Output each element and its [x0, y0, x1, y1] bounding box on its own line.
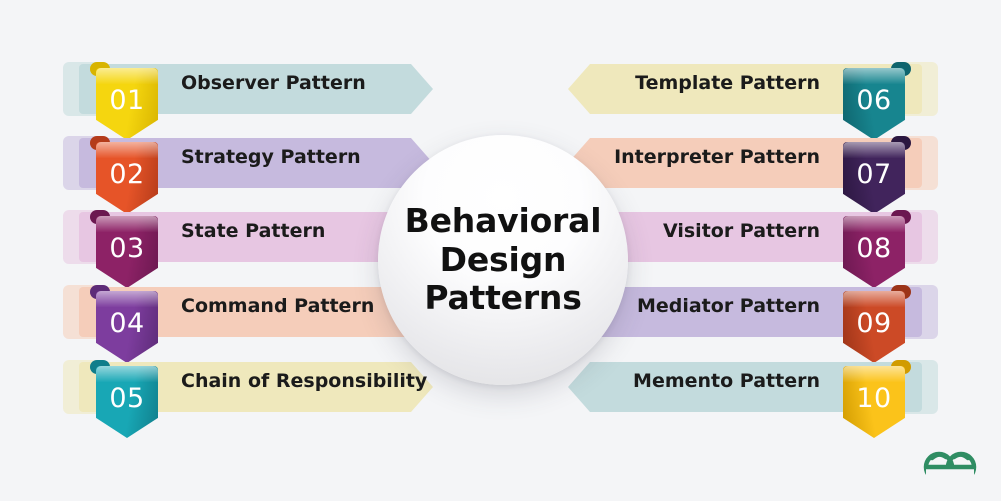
list-item-label: Interpreter Pattern: [614, 146, 820, 168]
number-badge[interactable]: 10: [843, 356, 911, 438]
list-item[interactable]: Mediator Pattern 09: [568, 281, 938, 363]
list-item-label: Chain of Responsibility: [181, 370, 428, 392]
list-item-label: Memento Pattern: [633, 370, 820, 392]
badge-curl: [96, 142, 158, 158]
list-item[interactable]: State Pattern 03: [63, 206, 433, 288]
badge-number: 02: [109, 159, 145, 190]
list-item-label: State Pattern: [181, 220, 326, 242]
number-badge[interactable]: 01: [90, 58, 158, 140]
list-item-label: Command Pattern: [181, 295, 375, 317]
list-item[interactable]: Template Pattern 06: [568, 58, 938, 140]
list-item[interactable]: Interpreter Pattern 07: [568, 132, 938, 214]
list-item-label: Mediator Pattern: [636, 295, 820, 317]
list-item[interactable]: Chain of Responsibility 05: [63, 356, 433, 438]
list-item-label: Observer Pattern: [181, 72, 366, 94]
badge-number: 06: [856, 85, 892, 116]
number-badge[interactable]: 08: [843, 206, 911, 288]
list-item-label: Visitor Pattern: [662, 220, 820, 242]
badge-number: 05: [109, 383, 145, 414]
number-badge[interactable]: 03: [90, 206, 158, 288]
badge-curl: [96, 366, 158, 382]
badge-curl: [96, 68, 158, 84]
number-badge[interactable]: 09: [843, 281, 911, 363]
badge-number: 08: [856, 233, 892, 264]
badge-number: 04: [109, 308, 145, 339]
badge-curl: [96, 291, 158, 307]
title-line-1: Behavioral: [404, 200, 602, 240]
list-item-label: Strategy Pattern: [181, 146, 361, 168]
badge-curl: [843, 142, 905, 158]
badge-curl: [843, 68, 905, 84]
title-line-2: Design: [439, 239, 567, 279]
badge-curl: [843, 216, 905, 232]
title-line-3: Patterns: [424, 278, 582, 318]
list-item[interactable]: Memento Pattern 10: [568, 356, 938, 438]
badge-number: 01: [109, 85, 145, 116]
number-badge[interactable]: 04: [90, 281, 158, 363]
badge-curl: [843, 366, 905, 382]
list-item[interactable]: Strategy Pattern 02: [63, 132, 433, 214]
badge-number: 03: [109, 233, 145, 264]
badge-curl: [96, 216, 158, 232]
list-item-label: Template Pattern: [635, 72, 820, 94]
number-badge[interactable]: 06: [843, 58, 911, 140]
number-badge[interactable]: 02: [90, 132, 158, 214]
badge-number: 09: [856, 308, 892, 339]
number-badge[interactable]: 05: [90, 356, 158, 438]
badge-curl: [843, 291, 905, 307]
badge-number: 10: [856, 383, 892, 414]
badge-number: 07: [856, 159, 892, 190]
list-item[interactable]: Command Pattern 04: [63, 281, 433, 363]
list-item[interactable]: Observer Pattern 01: [63, 58, 433, 140]
geeksforgeeks-logo: [923, 451, 977, 483]
center-circle: Behavioral Design Patterns: [378, 135, 628, 385]
number-badge[interactable]: 07: [843, 132, 911, 214]
page-title: Behavioral Design Patterns: [404, 200, 602, 319]
